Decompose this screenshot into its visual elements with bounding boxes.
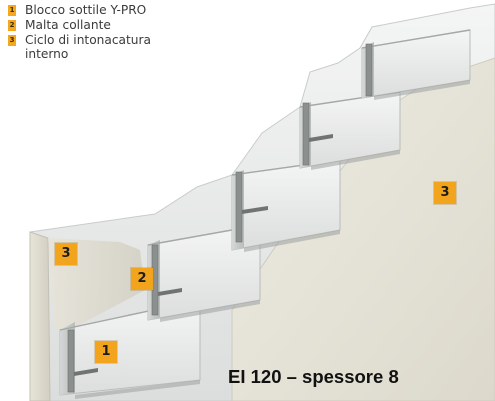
legend-item-1: 1 Blocco sottile Y-PRO <box>8 3 195 17</box>
legend-item-2: 2 Malta collante <box>8 18 195 32</box>
marker-plaster-left: 3 <box>55 243 77 265</box>
marker-plaster-right: 3 <box>434 182 456 204</box>
bed-joint-shadows <box>75 80 470 399</box>
caption-fire-rating: EI 120 – spessore 8 <box>228 366 399 387</box>
legend-item-label: Blocco sottile Y-PRO <box>25 3 147 17</box>
marker-block: 1 <box>95 341 117 363</box>
legend-item-label: Ciclo di intonacatura interno <box>25 33 151 61</box>
legend: 1 Blocco sottile Y-PRO 2 Malta collante … <box>8 3 195 62</box>
legend-number-badge: 1 <box>8 5 16 16</box>
legend-item-3: 3 Ciclo di intonacatura interno <box>8 33 195 61</box>
legend-number-badge: 2 <box>8 20 16 31</box>
marker-mortar: 2 <box>131 268 153 290</box>
legend-number-badge: 3 <box>8 35 16 46</box>
legend-item-label: Malta collante <box>25 18 111 32</box>
fixing-plates <box>74 134 333 376</box>
